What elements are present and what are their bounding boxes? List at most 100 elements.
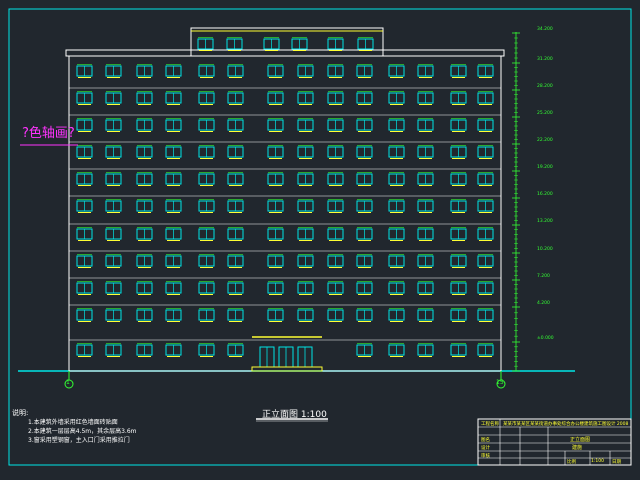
axis-marker-left[interactable]: [64, 379, 74, 389]
window: [417, 145, 434, 159]
window: [76, 145, 93, 159]
elevation-label: 16.200: [537, 192, 553, 197]
window: [165, 118, 182, 132]
window: [105, 227, 122, 241]
window: [477, 172, 494, 186]
window: [136, 343, 153, 357]
sheet-border: [8, 8, 632, 466]
window: [327, 254, 344, 268]
window: [198, 281, 215, 295]
window: [388, 199, 405, 213]
window: [327, 37, 344, 51]
window: [267, 281, 284, 295]
window: [417, 91, 434, 105]
window: [477, 145, 494, 159]
elevation-label: 13.200: [537, 219, 553, 224]
window: [198, 343, 215, 357]
elevation-label: 19.200: [537, 165, 553, 170]
window: [356, 227, 373, 241]
window: [388, 343, 405, 357]
notes-line: 2.本建筑一层层高4.5m，其余层高3.6m: [28, 428, 137, 435]
window: [227, 118, 244, 132]
window: [105, 118, 122, 132]
window: [136, 64, 153, 78]
window: [297, 254, 314, 268]
window: [388, 91, 405, 105]
window: [198, 308, 215, 322]
window: [327, 172, 344, 186]
axis-marker-right[interactable]: [496, 379, 506, 389]
window: [227, 199, 244, 213]
window: [267, 91, 284, 105]
drawing-heading: ?色轴画?: [22, 126, 75, 141]
notes-line: 1.本建筑外墙采用红色墙面砖贴面: [28, 419, 118, 426]
title-block[interactable]: [477, 418, 632, 466]
window: [197, 37, 214, 51]
notes-line: 3.窗采用塑钢窗，主入口门采用推拉门: [28, 437, 130, 444]
window: [450, 91, 467, 105]
window: [297, 145, 314, 159]
window: [263, 37, 280, 51]
window: [297, 227, 314, 241]
window: [76, 118, 93, 132]
floor-lines: [69, 87, 501, 341]
window: [297, 118, 314, 132]
window: [327, 281, 344, 295]
window: [450, 199, 467, 213]
window: [227, 145, 244, 159]
tb-date-label: 日期: [612, 460, 621, 465]
window: [297, 91, 314, 105]
window: [417, 308, 434, 322]
window: [136, 172, 153, 186]
window: [227, 308, 244, 322]
notes-heading: 说明:: [12, 409, 29, 417]
window: [165, 91, 182, 105]
window: [297, 199, 314, 213]
window: [267, 145, 284, 159]
window: [105, 343, 122, 357]
window: [417, 343, 434, 357]
elevation-label: 7.200: [537, 274, 550, 279]
main-entrance[interactable]: [251, 336, 323, 372]
window: [450, 64, 467, 78]
tb-scale-value: 1:100: [591, 459, 604, 464]
window: [136, 281, 153, 295]
window: [136, 145, 153, 159]
window: [267, 172, 284, 186]
window: [477, 64, 494, 78]
window: [417, 281, 434, 295]
window: [417, 199, 434, 213]
window: [198, 172, 215, 186]
windows: [76, 37, 494, 357]
window: [356, 91, 373, 105]
window: [76, 199, 93, 213]
design-notes: 说明: 1.本建筑外墙采用红色墙面砖贴面 2.本建筑一层层高4.5m，其余层高3…: [12, 408, 137, 445]
window: [477, 281, 494, 295]
window: [356, 254, 373, 268]
window: [388, 308, 405, 322]
window: [388, 64, 405, 78]
window: [327, 227, 344, 241]
tb-drawing-no: 建施: [572, 445, 583, 451]
window: [165, 254, 182, 268]
window: [450, 145, 467, 159]
tb-drawing-label: 图名: [481, 438, 490, 443]
window: [267, 199, 284, 213]
window: [356, 199, 373, 213]
tb-drawing-value: 正立面图: [570, 437, 591, 443]
tb-project-label: 工程名称: [481, 422, 499, 427]
window: [450, 227, 467, 241]
window: [388, 172, 405, 186]
window: [136, 199, 153, 213]
window: [388, 227, 405, 241]
window: [76, 172, 93, 186]
window: [356, 281, 373, 295]
axis-label-left: 1: [66, 379, 70, 386]
window: [105, 172, 122, 186]
window: [105, 254, 122, 268]
window: [450, 118, 467, 132]
elevation-label: 31.200: [537, 57, 553, 62]
window: [291, 37, 308, 51]
window: [477, 227, 494, 241]
